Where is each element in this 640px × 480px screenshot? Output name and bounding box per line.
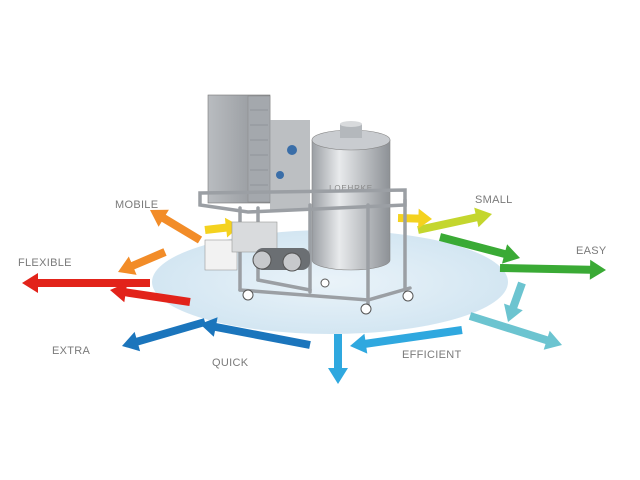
label-small: SMALL <box>475 194 513 206</box>
arrow-yellow-left-icon <box>204 217 240 238</box>
arrow-small-icon <box>417 207 492 234</box>
arrow-quick-icon <box>200 317 311 349</box>
arrow-red-up-icon <box>110 282 191 306</box>
arrow-ring <box>22 207 606 384</box>
label-easy: EASY <box>576 245 607 257</box>
label-efficient: EFFICIENT <box>402 349 462 361</box>
process-skid-machine: LOEHRKE <box>198 94 414 315</box>
arrow-orange-lower-icon <box>118 248 167 275</box>
arrow-down-icon <box>328 334 348 384</box>
arrow-teal-right-icon <box>468 312 562 350</box>
label-quick: QUICK <box>212 357 249 369</box>
arrow-flexible-icon <box>22 273 150 293</box>
label-extra: EXTRA <box>52 345 91 357</box>
brand-logo: LOEHRKE <box>329 184 373 193</box>
arrow-green-icon <box>439 233 520 264</box>
label-mobile: MOBILE <box>115 199 159 211</box>
arrow-easy-icon <box>499 259 606 280</box>
arrow-teal-down-icon <box>504 281 526 322</box>
arrow-mobile-icon <box>150 209 203 244</box>
arrow-efficient-icon <box>350 326 463 354</box>
label-flexible: FLEXIBLE <box>18 257 72 269</box>
arrow-yellow-right-icon <box>397 208 432 229</box>
arrow-extra-icon <box>122 318 207 352</box>
